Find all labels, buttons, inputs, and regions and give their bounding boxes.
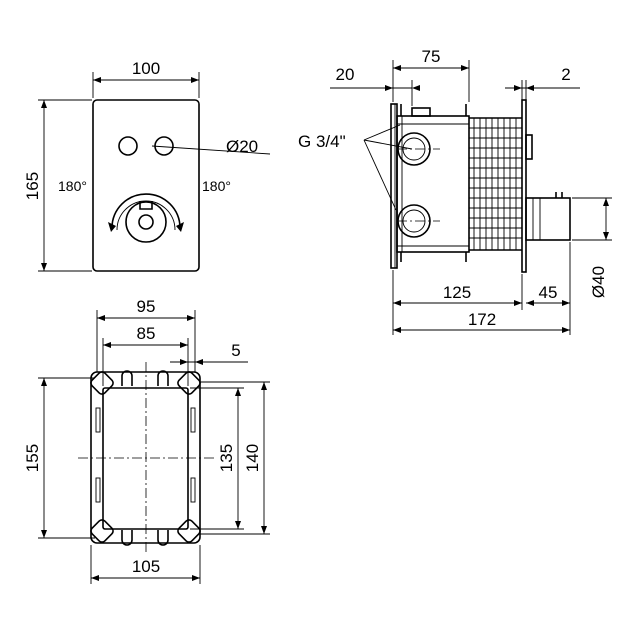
thread-leader: [363, 124, 401, 141]
thread-leader: [363, 139, 397, 211]
dim-offset: 20: [336, 65, 355, 84]
slot: [121, 530, 133, 546]
thread-leader: [363, 139, 413, 150]
arrow: [603, 232, 609, 240]
arrow: [91, 575, 99, 581]
end-tab: [525, 134, 533, 160]
dim-front-width: 100: [132, 59, 160, 78]
arrow: [97, 315, 105, 321]
corner-lug: [90, 519, 114, 543]
arrow: [195, 359, 203, 365]
arrow: [41, 378, 47, 386]
dim-box-height-outer: 155: [23, 444, 42, 472]
arrow: [180, 359, 188, 365]
box-view: 95 85 5 105 155 135: [23, 297, 270, 584]
arrow: [393, 65, 401, 71]
arrow: [187, 315, 195, 321]
arrow: [514, 85, 522, 91]
arrow: [461, 65, 469, 71]
rotation-arrow-left: [108, 222, 116, 232]
arrow: [526, 300, 534, 306]
ribbed-sleeve: [469, 117, 522, 251]
spindle: [525, 197, 571, 241]
rotation-arrow-right: [176, 222, 184, 232]
arrow: [562, 300, 570, 306]
arrow: [235, 388, 241, 396]
dim-spindle-diameter: Ø40: [589, 266, 608, 298]
corner-lug: [177, 371, 201, 395]
top-feature: [411, 107, 431, 117]
slot: [121, 370, 133, 386]
knob-indicator: [139, 201, 153, 210]
dim-button-diameter: Ø20: [226, 137, 258, 156]
arrow: [41, 100, 47, 108]
arrow: [393, 327, 401, 333]
side-rib: [95, 477, 101, 503]
arrow: [526, 85, 534, 91]
arrow: [235, 521, 241, 529]
slot: [157, 370, 169, 386]
dim-box-outer-width: 95: [137, 297, 156, 316]
label-rotation-right: 180°: [202, 178, 231, 194]
arrow: [180, 342, 188, 348]
cover-plate: [92, 99, 200, 272]
box-outer: [90, 371, 201, 544]
slot: [157, 530, 169, 546]
button-left: [118, 136, 138, 156]
side-rib: [95, 407, 101, 433]
corner-lug: [177, 519, 201, 543]
side-rib: [190, 407, 196, 433]
arrow: [41, 263, 47, 271]
arrow: [192, 575, 200, 581]
dim-box-height-inner: 135: [217, 444, 236, 472]
button-diameter-leader: [151, 145, 271, 155]
label-thread: G 3/4": [298, 132, 346, 151]
dim-spindle-length: 45: [539, 283, 558, 302]
front-view: 100 165 Ø20 180° 180°: [23, 59, 271, 272]
corner-lug: [90, 371, 114, 395]
arrow: [93, 77, 101, 83]
dim-front-height: 165: [23, 172, 42, 200]
rotation-arc: [111, 193, 181, 229]
arrow: [103, 342, 111, 348]
dim-box-margin: 5: [231, 341, 240, 360]
label-rotation-left: 180°: [58, 178, 87, 194]
arrow: [385, 85, 393, 91]
side-view: G 3/4" 75 20 2 125 45: [298, 47, 612, 335]
side-rib: [190, 477, 196, 503]
dim-body-length: 125: [443, 283, 471, 302]
knob: [125, 201, 167, 243]
dim-box-inner-width: 85: [137, 324, 156, 343]
dim-box-bottom-width: 105: [132, 557, 160, 576]
valve-body: [396, 115, 470, 253]
arrow: [41, 530, 47, 538]
arrow: [514, 300, 522, 306]
arrow: [412, 85, 420, 91]
knob-inner: [138, 214, 154, 230]
end-flange: [521, 99, 527, 273]
arrow: [191, 77, 199, 83]
dim-flange: 2: [561, 65, 570, 84]
arrow: [261, 526, 267, 534]
arrow: [261, 382, 267, 390]
box-inner: [102, 387, 189, 530]
dim-depth: 75: [422, 47, 441, 66]
arrow: [603, 198, 609, 206]
arrow: [562, 327, 570, 333]
dim-box-height-mid: 140: [243, 444, 262, 472]
arrow: [393, 300, 401, 306]
dim-total-length: 172: [468, 310, 496, 329]
rotation-arc-inner: [116, 200, 176, 231]
